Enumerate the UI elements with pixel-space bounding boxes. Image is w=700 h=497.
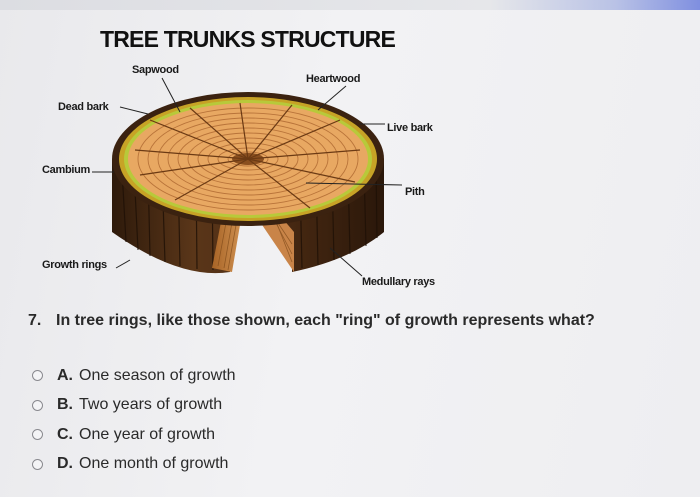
label-cambium: Cambium	[42, 164, 91, 176]
tree-trunk-diagram: TREE TRUNKS STRUCTURE Sapwood Heartwood …	[0, 10, 700, 300]
option-a-text: One season of growth	[79, 366, 236, 384]
medullary-rays	[134, 102, 361, 209]
radio-button-d[interactable]	[32, 458, 43, 470]
question-prompt: In tree rings, like those shown, each "r…	[56, 312, 595, 329]
option-c[interactable]: C. One year of growth	[32, 420, 236, 450]
growth-rings	[137, 107, 359, 211]
browser-top-strip	[0, 0, 700, 10]
label-sapwood: Sapwood	[132, 64, 179, 76]
radio-button-c[interactable]	[32, 429, 43, 441]
option-a-letter: A.	[57, 366, 73, 384]
tree-trunk-illustration	[92, 77, 403, 277]
option-c-letter: C.	[57, 425, 73, 443]
option-c-text: One year of growth	[79, 425, 216, 443]
label-dead-bark: Dead bark	[58, 101, 109, 113]
label-live-bark: Live bark	[387, 122, 433, 134]
option-d[interactable]: D. One month of growth	[32, 450, 236, 480]
question-number: 7.	[28, 312, 42, 329]
radio-button-b[interactable]	[32, 399, 43, 411]
option-b[interactable]: B. Two years of growth	[32, 391, 236, 421]
question-text: 7. In tree rings, like those shown, each …	[28, 312, 595, 330]
option-d-text: One month of growth	[79, 455, 229, 473]
option-b-text: Two years of growth	[79, 396, 223, 414]
label-medullary-rays: Medullary rays	[362, 276, 435, 288]
leader-lines	[92, 77, 403, 277]
diagram-title: TREE TRUNKS STRUCTURE	[100, 26, 396, 52]
label-pith: Pith	[405, 186, 425, 198]
option-d-letter: D.	[57, 455, 73, 473]
answer-options: A. One season of growth B. Two years of …	[32, 361, 236, 479]
option-a[interactable]: A. One season of growth	[32, 361, 236, 391]
label-heartwood: Heartwood	[306, 73, 361, 85]
label-growth-rings: Growth rings	[42, 259, 107, 271]
radio-button-a[interactable]	[32, 370, 43, 382]
option-b-letter: B.	[57, 396, 73, 414]
